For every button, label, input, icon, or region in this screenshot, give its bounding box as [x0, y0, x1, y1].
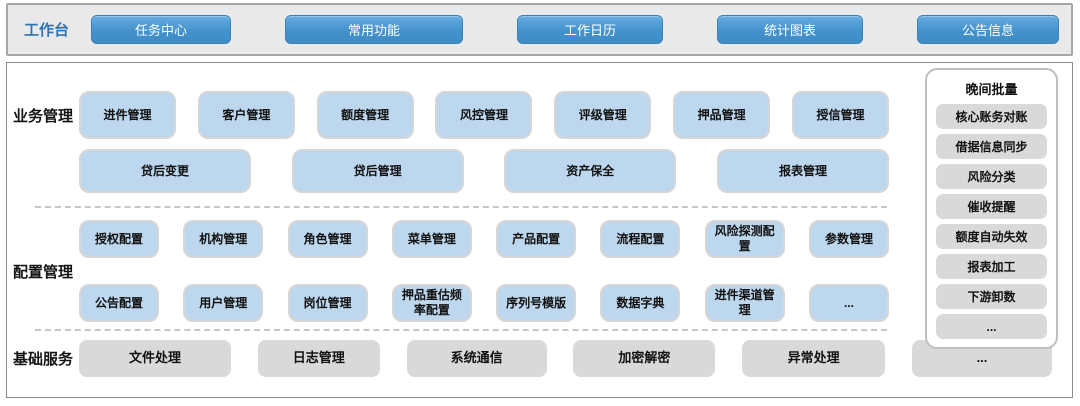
batch-job-item[interactable]: ... — [936, 314, 1047, 339]
workbench-buttons: 任务中心 常用功能 工作日历 统计图表 公告信息 — [91, 15, 1061, 44]
section-label-config: 配置管理 — [12, 263, 73, 281]
section-divider-2 — [35, 329, 887, 331]
business-section-row2: 贷后变更贷后管理资产保全报表管理 — [7, 149, 1072, 193]
workbench-module-button[interactable]: 任务中心 — [91, 15, 232, 44]
config-module-box[interactable]: ... — [808, 284, 889, 322]
business-module-box[interactable]: 押品管理 — [673, 91, 771, 139]
config-module-box[interactable]: 角色管理 — [287, 220, 368, 258]
batch-job-item[interactable]: 核心账务对账 — [936, 104, 1047, 129]
config-module-box[interactable]: 风险探测配置 — [704, 220, 785, 258]
base-service-box[interactable]: 日志管理 — [257, 340, 380, 377]
business-modules-row1: 进件管理客户管理额度管理风控管理评级管理押品管理授信管理 — [79, 91, 889, 139]
config-module-box[interactable]: 参数管理 — [808, 220, 889, 258]
workbench-module-button[interactable]: 常用功能 — [285, 15, 463, 44]
workbench-bar: 工作台 任务中心 常用功能 工作日历 统计图表 公告信息 — [6, 3, 1073, 56]
business-module-box[interactable]: 贷后管理 — [291, 149, 464, 193]
batch-job-item[interactable]: 额度自动失效 — [936, 224, 1047, 249]
config-module-box[interactable]: 公告配置 — [79, 284, 159, 322]
business-module-box[interactable]: 资产保全 — [504, 149, 677, 193]
business-modules-row2: 贷后变更贷后管理资产保全报表管理 — [79, 149, 889, 193]
config-module-box[interactable]: 产品配置 — [496, 220, 577, 258]
base-service-box[interactable]: 系统通信 — [406, 340, 547, 377]
base-service-modules: 文件处理日志管理系统通信加密解密异常处理... — [79, 340, 1052, 377]
batch-job-item[interactable]: 风险分类 — [936, 164, 1047, 189]
business-module-box[interactable]: 授信管理 — [791, 91, 889, 139]
batch-job-item[interactable]: 报表加工 — [936, 254, 1047, 279]
batch-job-item[interactable]: 下游卸数 — [936, 284, 1047, 309]
business-module-box[interactable]: 额度管理 — [316, 91, 414, 139]
workbench-module-button[interactable]: 公告信息 — [916, 15, 1059, 44]
business-module-box[interactable]: 贷后变更 — [79, 149, 251, 193]
config-rows: 授权配置机构管理角色管理菜单管理产品配置流程配置风险探测配置参数管理 公告配置用… — [79, 220, 1072, 322]
config-modules-row1: 授权配置机构管理角色管理菜单管理产品配置流程配置风险探测配置参数管理 — [79, 220, 889, 258]
base-service-box[interactable]: 加密解密 — [573, 340, 716, 377]
config-section: 配置管理 授权配置机构管理角色管理菜单管理产品配置流程配置风险探测配置参数管理 … — [7, 220, 1072, 322]
base-section: 基础服务 文件处理日志管理系统通信加密解密异常处理... — [7, 340, 1072, 377]
batch-job-item[interactable]: 借据信息同步 — [936, 134, 1047, 159]
base-service-box[interactable]: 文件处理 — [79, 340, 231, 377]
main-panel: 业务管理 进件管理客户管理额度管理风控管理评级管理押品管理授信管理 贷后变更贷后… — [6, 62, 1073, 398]
config-module-box[interactable]: 菜单管理 — [391, 220, 472, 258]
business-module-box[interactable]: 进件管理 — [79, 91, 176, 139]
config-module-box[interactable]: 序列号模版 — [496, 284, 577, 322]
section-label-business: 业务管理 — [12, 107, 73, 125]
config-module-box[interactable]: 流程配置 — [600, 220, 681, 258]
config-module-box[interactable]: 数据字典 — [600, 284, 681, 322]
config-modules-row2: 公告配置用户管理岗位管理押品重估频率配置序列号模版数据字典进件渠道管理... — [79, 284, 889, 322]
workbench-label: 工作台 — [24, 22, 70, 39]
config-module-box[interactable]: 押品重估频率配置 — [391, 284, 472, 322]
batch-job-item[interactable]: 催收提醒 — [936, 194, 1047, 219]
config-module-box[interactable]: 岗位管理 — [287, 284, 368, 322]
section-label-spacer — [7, 149, 79, 193]
night-batch-title: 晚间批量 — [965, 82, 1018, 97]
business-module-box[interactable]: 报表管理 — [716, 149, 889, 193]
section-label-base: 基础服务 — [12, 351, 73, 368]
business-module-box[interactable]: 评级管理 — [554, 91, 652, 139]
business-module-box[interactable]: 风控管理 — [435, 91, 533, 139]
base-service-box[interactable]: 异常处理 — [742, 340, 886, 377]
workbench-module-button[interactable]: 工作日历 — [516, 15, 663, 44]
config-module-box[interactable]: 用户管理 — [183, 284, 264, 322]
config-module-box[interactable]: 机构管理 — [183, 220, 264, 258]
config-module-box[interactable]: 授权配置 — [79, 220, 159, 258]
workbench-module-button[interactable]: 统计图表 — [716, 15, 863, 44]
business-module-box[interactable]: 客户管理 — [197, 91, 295, 139]
section-divider-1 — [35, 206, 887, 208]
config-module-box[interactable]: 进件渠道管理 — [704, 284, 785, 322]
night-batch-items: 核心账务对账借据信息同步风险分类催收提醒额度自动失效报表加工下游卸数... — [936, 104, 1047, 339]
night-batch-panel: 晚间批量 核心账务对账借据信息同步风险分类催收提醒额度自动失效报表加工下游卸数.… — [925, 68, 1058, 349]
business-section-row1: 业务管理 进件管理客户管理额度管理风控管理评级管理押品管理授信管理 — [7, 91, 1072, 139]
